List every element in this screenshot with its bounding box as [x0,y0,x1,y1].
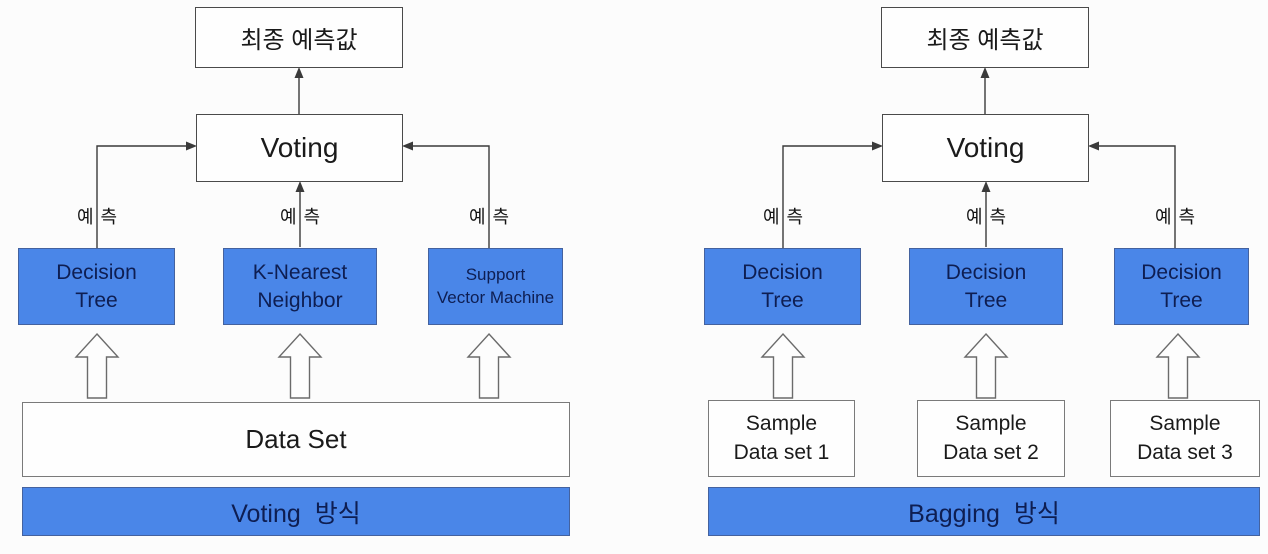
prediction-arrow-label: 예측 [762,207,811,227]
model-box-decision-tree-1: Decision Tree [704,248,861,325]
final-prediction-box-left: 최종 예측값 [195,7,403,68]
method-bar-bagging-label: Bagging 방식 [908,499,1060,528]
model-box-decision-tree-2: Decision Tree [909,248,1063,325]
model-box-label: K-Nearest Neighbor [252,261,348,312]
model-box-label: Support Vector Machine [436,264,555,307]
final-prediction-box-right: 최종 예측값 [881,7,1089,68]
sample-dataset-box-1: Sample Data set 1 [708,400,855,477]
sample-dataset-label: Sample Data set 3 [1137,412,1233,464]
final-prediction-label-left: 최종 예측값 [240,27,358,54]
voting-box-right: Voting [882,114,1089,182]
sample-dataset-box-3: Sample Data set 3 [1110,400,1260,477]
method-bar-bagging: Bagging 방식 [708,487,1260,536]
final-prediction-label-right: 최종 예측값 [926,27,1044,54]
block-up-arrows [74,332,1201,399]
model-box-support-vector-machine: Support Vector Machine [428,248,563,325]
sample-dataset-label: Sample Data set 1 [733,412,830,464]
prediction-arrow-label: 예측 [965,207,1014,227]
voting-box-left: Voting [196,114,403,182]
method-bar-voting-label: Voting 방식 [231,499,361,528]
prediction-arrow-label: 예측 [468,207,517,227]
dataset-label: Data Set [245,424,347,454]
sample-dataset-box-2: Sample Data set 2 [917,400,1065,477]
model-box-label: Decision Tree [1141,261,1222,312]
model-box-decision-tree: Decision Tree [18,248,175,325]
model-box-label: Decision Tree [945,261,1027,312]
method-bar-voting: Voting 방식 [22,487,570,536]
sample-dataset-label: Sample Data set 2 [943,412,1039,464]
prediction-arrow-label: 예측 [1154,207,1203,227]
voting-label-left: Voting [260,132,339,163]
voting-label-right: Voting [946,132,1025,163]
model-box-decision-tree-3: Decision Tree [1114,248,1249,325]
prediction-arrow-label: 예측 [76,207,125,227]
dataset-box: Data Set [22,402,570,477]
model-box-label: Decision Tree [56,261,137,312]
model-box-label: Decision Tree [742,261,823,312]
model-box-k-nearest-neighbor: K-Nearest Neighbor [223,248,377,325]
prediction-arrow-label: 예측 [279,207,328,227]
